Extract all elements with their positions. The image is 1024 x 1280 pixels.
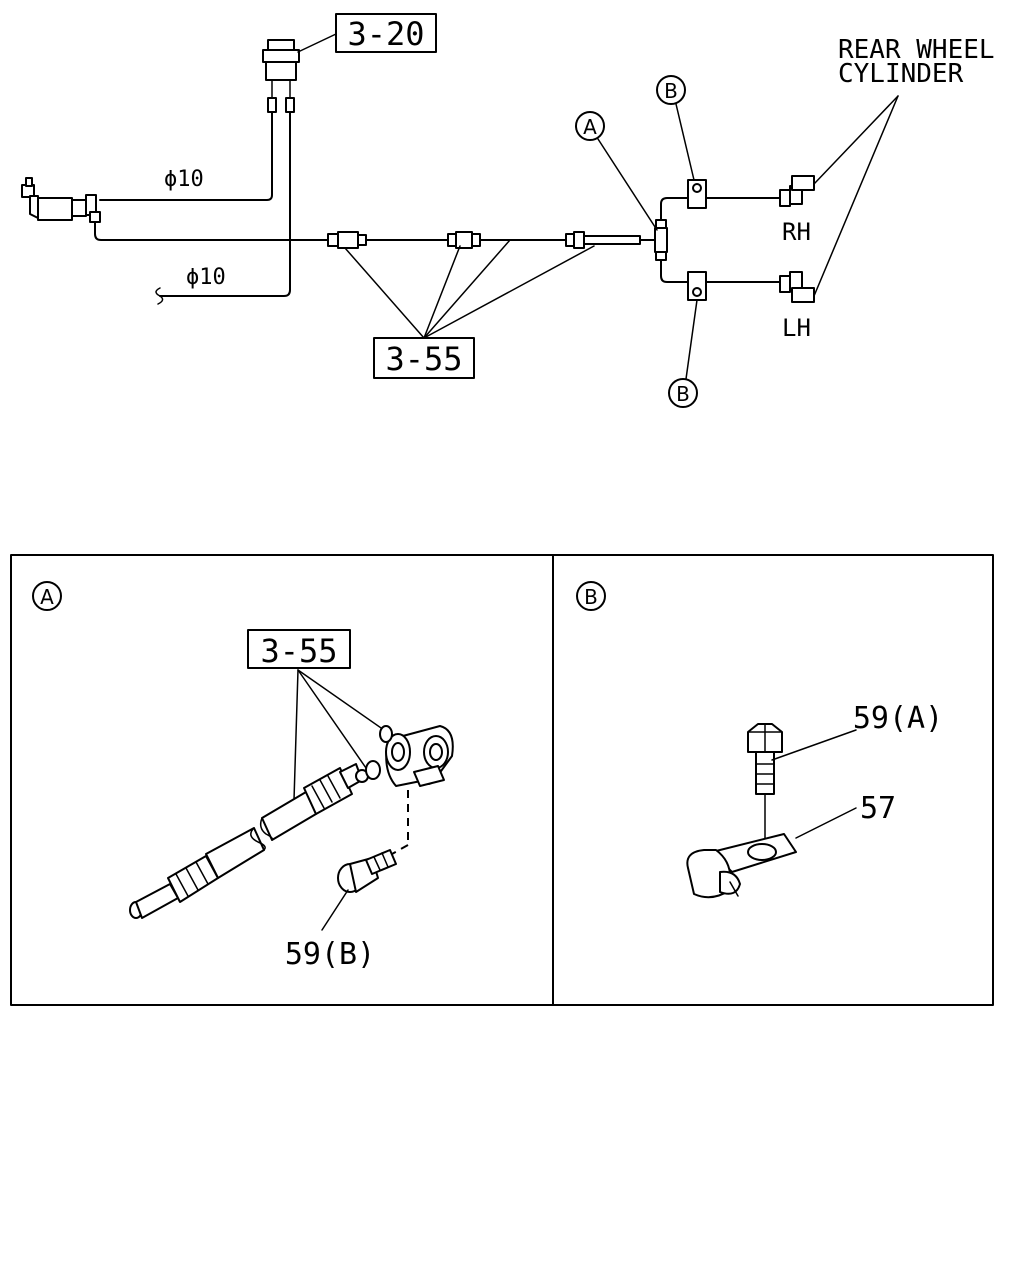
part-57-label: 57 xyxy=(860,791,896,826)
ref-box-3-55-detail xyxy=(247,629,351,669)
ref-label-3-55-detail: 3-55 xyxy=(260,632,337,670)
ref-label-3-20: 3-20 xyxy=(347,15,424,53)
phi10-lower-label: ϕ10 xyxy=(186,265,226,290)
washer xyxy=(365,760,381,780)
ref-label-3-55-main: 3-55 xyxy=(385,340,462,378)
leader-59b xyxy=(321,889,349,931)
callout-b-top-circle xyxy=(656,75,686,105)
leader-callout-b-top xyxy=(675,103,695,181)
bolt-59a xyxy=(747,723,783,795)
pipe-main-rear xyxy=(94,221,656,241)
pipe-lower-phi10 xyxy=(159,111,291,297)
leader-57 xyxy=(795,807,857,839)
callout-a-circle xyxy=(575,111,605,141)
rh-label: RH xyxy=(782,218,811,246)
three-way-joint xyxy=(654,219,668,261)
pipe-joint-3 xyxy=(565,231,641,249)
lh-label: LH xyxy=(782,314,811,342)
three-way-joint-detail xyxy=(379,725,454,787)
pipe-branch-rh xyxy=(660,197,781,221)
part-59b-label: 59(B) xyxy=(285,937,375,972)
wheel-cylinder-lh xyxy=(779,271,815,303)
clip-rh xyxy=(687,179,707,209)
part-59a-label: 59(A) xyxy=(853,701,943,736)
main-pipe-layout: 3-20 ϕ10 ϕ10 xyxy=(21,13,995,408)
detail-a-panel: A 3-55 xyxy=(32,581,454,972)
detail-frame xyxy=(10,554,994,1006)
callout-b-bottom-label: B xyxy=(676,382,690,406)
pipe-upper-phi10 xyxy=(99,111,273,201)
pipe-joint-1 xyxy=(327,231,367,249)
leaders-3-55 xyxy=(344,239,595,339)
rear-wheel-label-line1: REAR WHEEL xyxy=(838,35,995,65)
wheel-cylinder-rh xyxy=(779,175,815,207)
clip-57 xyxy=(686,833,797,899)
ref-box-3-55-main xyxy=(373,337,475,379)
phi10-upper-label: ϕ10 xyxy=(164,167,204,192)
leader-callout-a xyxy=(597,138,658,231)
leader-59a xyxy=(771,729,857,761)
callout-b-top-label: B xyxy=(664,79,678,103)
clip-lh xyxy=(687,271,707,301)
bolt-59b xyxy=(337,849,397,893)
detail-a-tag: A xyxy=(40,585,54,609)
pipe-break-mark xyxy=(155,287,164,305)
ref-box-3-20 xyxy=(335,13,437,53)
pipe-joint-2 xyxy=(447,231,481,249)
master-cylinder-fitting xyxy=(262,39,300,113)
detail-b-tag-circle xyxy=(576,581,606,611)
leader-3-20 xyxy=(297,33,337,53)
detail-b-panel: B 59(A) 57 xyxy=(576,581,943,899)
pipe-branch-lh xyxy=(660,259,781,283)
leader-rear-wheel-rh xyxy=(813,95,899,185)
detail-a-tag-circle xyxy=(32,581,62,611)
detail-b-tag: B xyxy=(584,585,598,609)
leader-callout-b-bottom xyxy=(685,299,698,380)
callout-b-bottom-circle xyxy=(668,378,698,408)
brake-hose xyxy=(129,763,369,919)
callout-a-label: A xyxy=(583,115,597,139)
detail-panels: A 3-55 xyxy=(10,554,994,1006)
proportioning-valve xyxy=(21,177,101,223)
leader-rear-wheel-lh xyxy=(813,95,899,297)
rear-wheel-label-line2: CYLINDER xyxy=(838,59,964,89)
